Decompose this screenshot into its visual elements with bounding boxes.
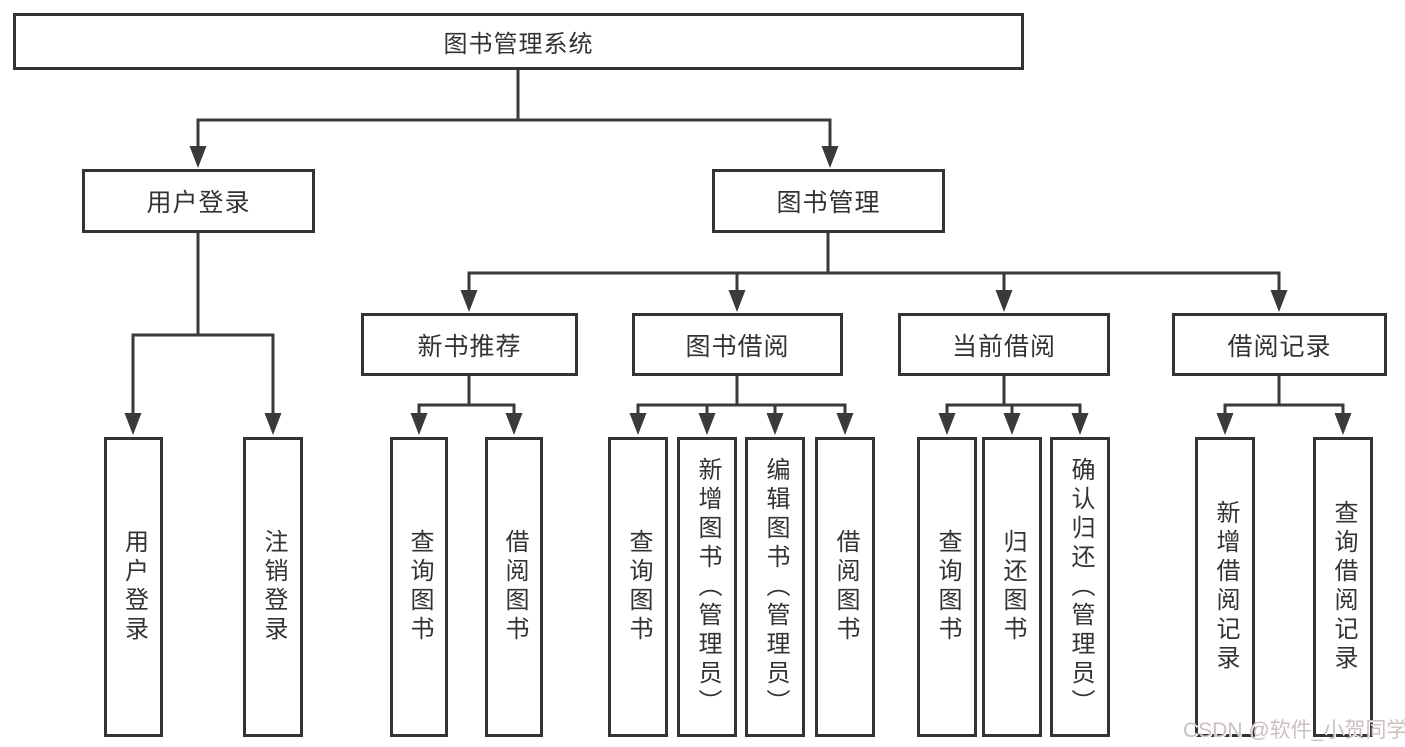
node-new-book-recommend-label: 新书推荐: [417, 332, 522, 361]
leaf-cb-query-books-label: 查询图书: [934, 529, 961, 645]
leaf-nb-query-books-label: 查询图书: [406, 529, 433, 645]
node-user-login: 用户登录: [82, 169, 315, 233]
leaf-bb-edit-books-admin: 编辑图书（管理员）: [745, 437, 805, 737]
leaf-bb-query-books: 查询图书: [608, 437, 668, 737]
leaf-bb-add-books-admin-label: 新增图书（管理员）: [694, 456, 721, 718]
leaf-nb-borrow-books-label: 借阅图书: [501, 529, 528, 645]
leaf-cb-query-books: 查询图书: [917, 437, 977, 737]
leaf-br-add-record-label: 新增借阅记录: [1212, 500, 1239, 674]
node-root: 图书管理系统: [13, 13, 1024, 70]
leaf-user-login-label: 用户登录: [120, 529, 148, 645]
leaf-user-login: 用户登录: [104, 437, 163, 737]
node-new-book-recommend: 新书推荐: [361, 313, 578, 376]
leaf-cb-return-books-label: 归还图书: [999, 529, 1026, 645]
node-user-login-label: 用户登录: [146, 189, 251, 217]
leaf-nb-query-books: 查询图书: [390, 437, 448, 737]
leaf-cb-confirm-return-admin-label: 确认归还（管理员）: [1067, 456, 1094, 718]
leaf-br-query-record: 查询借阅记录: [1313, 437, 1373, 737]
leaf-bb-borrow-books-label: 借阅图书: [832, 529, 859, 645]
node-borrow-records: 借阅记录: [1172, 313, 1387, 376]
node-book-borrow-label: 图书借阅: [685, 332, 790, 361]
node-book-mgmt: 图书管理: [712, 169, 945, 233]
leaf-bb-edit-books-admin-label: 编辑图书（管理员）: [762, 456, 789, 718]
node-book-borrow: 图书借阅: [632, 313, 843, 376]
leaf-br-add-record: 新增借阅记录: [1195, 437, 1255, 737]
leaf-br-query-record-label: 查询借阅记录: [1330, 500, 1357, 674]
leaf-bb-borrow-books: 借阅图书: [815, 437, 875, 737]
leaf-cb-return-books: 归还图书: [982, 437, 1042, 737]
leaf-bb-query-books-label: 查询图书: [625, 529, 652, 645]
leaf-logout-label: 注销登录: [260, 529, 287, 645]
node-book-mgmt-label: 图书管理: [776, 189, 881, 217]
watermark: CSDN @软件_小贺同学: [1183, 719, 1405, 742]
leaf-logout: 注销登录: [243, 437, 303, 737]
node-current-borrow-label: 当前借阅: [951, 332, 1056, 361]
leaf-bb-add-books-admin: 新增图书（管理员）: [677, 437, 737, 737]
node-borrow-records-label: 借阅记录: [1227, 332, 1332, 361]
leaf-cb-confirm-return-admin: 确认归还（管理员）: [1050, 437, 1110, 737]
leaf-nb-borrow-books: 借阅图书: [485, 437, 543, 737]
node-current-borrow: 当前借阅: [898, 313, 1110, 376]
node-root-label: 图书管理系统: [443, 31, 594, 58]
